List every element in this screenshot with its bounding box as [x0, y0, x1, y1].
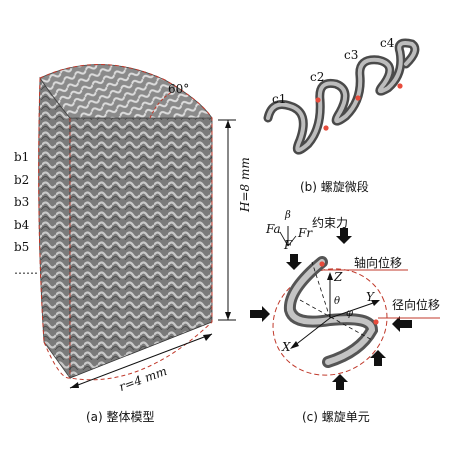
c4-marker: [397, 83, 403, 89]
height-label: H=8 mm: [238, 157, 252, 212]
axial-displacement-label: 轴向位移: [354, 256, 403, 270]
caption-a: (a) 整体模型: [86, 410, 155, 424]
b-label: b1: [14, 150, 30, 164]
angle-label: 60°: [168, 82, 190, 96]
panel-a-model: [38, 64, 236, 389]
load-arrows: [250, 228, 412, 390]
phi-label: φ: [346, 308, 354, 319]
c-label: c4: [380, 36, 395, 50]
b-label: b2: [14, 172, 30, 187]
z-axis-label: Z: [334, 270, 343, 284]
c2-marker: [315, 97, 321, 103]
constraint-force-label: 约束力: [312, 216, 349, 230]
x-axis-label: X: [282, 340, 291, 354]
model-front-face: [69, 117, 213, 379]
force-Fa-label: Fa: [266, 222, 281, 236]
b-label: ……: [14, 262, 38, 277]
theta-label: θ: [334, 296, 341, 307]
panel-b-helix: [263, 38, 420, 155]
force-F-label: F: [284, 238, 293, 252]
force-Fr-label: Fr: [298, 226, 313, 240]
radial-displacement-label: 径向位移: [392, 298, 441, 312]
c-label: c3: [344, 48, 359, 62]
model-outline: [39, 64, 213, 322]
caption-c: (c) 螺旋单元: [302, 410, 370, 424]
radius-dimension-line: [69, 333, 213, 389]
beta-label: β: [285, 210, 291, 221]
c-label: c2: [310, 70, 325, 84]
x-axis: [293, 317, 331, 347]
c-label: c1: [272, 92, 287, 106]
b-label: b3: [14, 195, 30, 209]
y-axis-label: Y: [366, 290, 374, 304]
panel-c-unit: [250, 226, 440, 390]
b-label: b5: [14, 240, 30, 254]
angle-arc: [149, 91, 173, 119]
b-label: b4: [14, 217, 30, 232]
c1-marker: [323, 125, 329, 131]
c3-marker: [355, 95, 361, 101]
y-axis: [329, 301, 377, 319]
b-label-list: b1 b2 b3 b4 b5 ……: [14, 146, 38, 281]
caption-b: (b) 螺旋微段: [300, 180, 369, 194]
helix-wire: [263, 38, 420, 155]
